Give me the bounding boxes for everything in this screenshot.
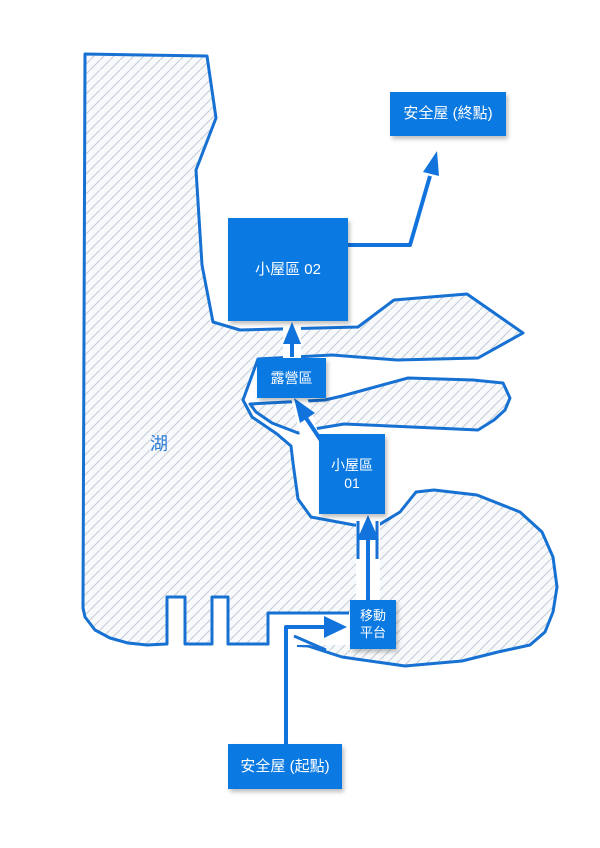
route-camp-to-cabin02 xyxy=(283,322,301,357)
dock-channel-outline xyxy=(266,611,349,652)
node-platform-label-line2: 平台 xyxy=(359,624,386,640)
node-safehouse-start-label: 安全屋 (起點) xyxy=(240,757,330,775)
node-cabin01-label-line2: 01 xyxy=(344,475,360,491)
lake-label: 湖 xyxy=(150,434,168,454)
route-cabin02-to-safehouse-end xyxy=(348,151,439,247)
node-safehouse-start[interactable]: 安全屋 (起點) xyxy=(228,744,342,789)
node-safehouse-end-label: 安全屋 (終點) xyxy=(403,105,493,123)
node-platform-label-line1: 移動 xyxy=(359,607,386,623)
node-safehouse-end[interactable]: 安全屋 (終點) xyxy=(390,92,506,136)
node-cabin02[interactable]: 小屋區 02 xyxy=(228,218,348,321)
lake-peninsula-lower xyxy=(248,376,512,435)
node-platform[interactable]: 移動 平台 xyxy=(350,600,396,649)
node-camp[interactable]: 露營區 xyxy=(257,358,326,398)
corridor-start-white xyxy=(269,640,297,746)
route-start-to-platform xyxy=(284,616,347,746)
node-cabin01-label-line1: 小屋區 xyxy=(331,456,373,473)
node-camp-label: 露營區 xyxy=(270,369,313,386)
node-cabin02-label: 小屋區 02 xyxy=(255,260,321,278)
lake-main-body xyxy=(81,52,559,668)
route-platform-to-cabin01 xyxy=(357,515,379,600)
node-cabin01[interactable]: 小屋區 01 xyxy=(319,434,385,514)
